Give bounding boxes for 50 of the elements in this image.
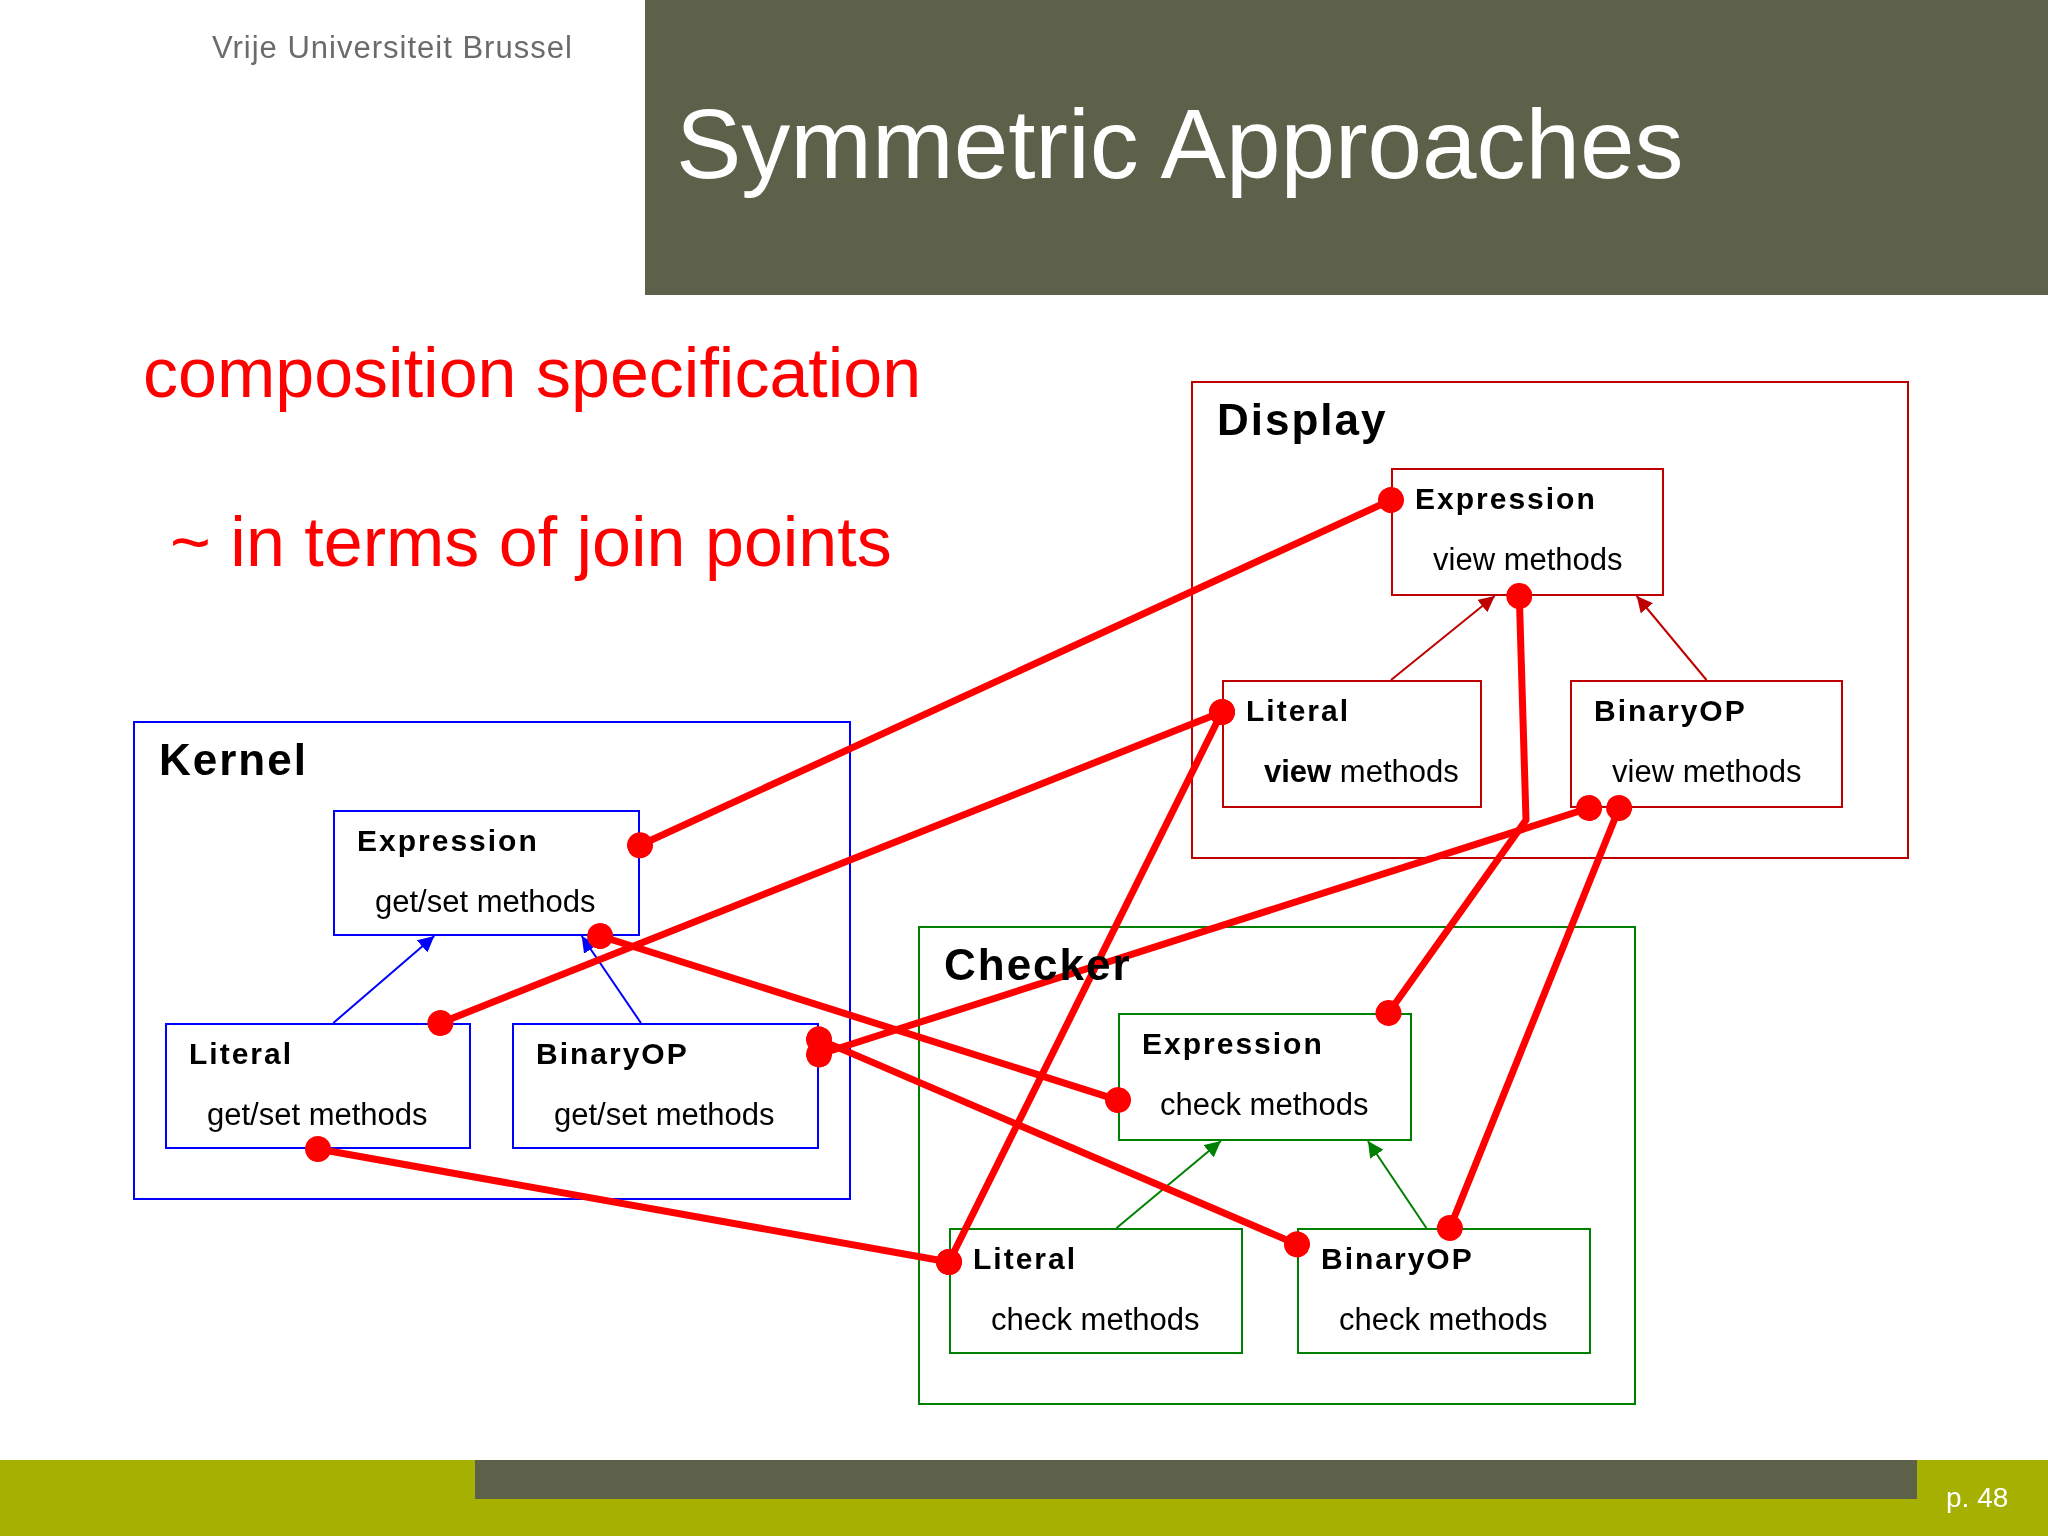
- join-point-link: [627, 487, 1404, 859]
- class-name: BinaryOP: [1321, 1242, 1474, 1276]
- class-name: Expression: [1415, 482, 1597, 516]
- class-name: BinaryOP: [536, 1037, 689, 1071]
- module-box: [1191, 381, 1909, 859]
- class-box: [949, 1228, 1243, 1354]
- module-title: Display: [1217, 395, 1388, 445]
- method-group: get/set methods: [207, 1097, 428, 1133]
- method-group: view methods: [1433, 542, 1623, 578]
- class-name: Literal: [1246, 694, 1351, 728]
- inheritance-arrow: [1115, 1140, 1222, 1229]
- heading-text: composition specification: [143, 333, 922, 413]
- class-name: Expression: [1142, 1027, 1324, 1061]
- method-group: view methods: [1264, 754, 1459, 790]
- method-group: view methods: [1612, 754, 1802, 790]
- module-title: Kernel: [159, 735, 308, 785]
- class-box: [165, 1023, 471, 1149]
- class-box: [1391, 468, 1664, 596]
- join-point-link: [806, 795, 1603, 1068]
- join-point-link: [1375, 583, 1533, 1026]
- class-box: [1297, 1228, 1591, 1354]
- class-box: [1118, 1013, 1412, 1141]
- class-box: [1222, 680, 1482, 808]
- inheritance-arrow: [580, 935, 642, 1024]
- class-name: Expression: [357, 824, 539, 858]
- inheritance-arrow: [332, 935, 436, 1024]
- module-box: [918, 926, 1636, 1405]
- university-name: Vrije Universiteit Brussel: [212, 30, 573, 66]
- class-name: BinaryOP: [1594, 694, 1747, 728]
- module-box: [133, 721, 851, 1200]
- slide-title: Symmetric Approaches: [676, 88, 1684, 201]
- class-box: [1570, 680, 1843, 808]
- page-number: p. 48: [1946, 1482, 2009, 1514]
- class-box: [512, 1023, 819, 1149]
- subheading-text: ~ in terms of join points: [170, 502, 892, 582]
- join-point-link: [587, 923, 1131, 1114]
- join-point-link: [806, 1026, 1310, 1258]
- method-group: check methods: [1339, 1302, 1548, 1338]
- inheritance-arrow: [1366, 1140, 1428, 1229]
- method-group: check methods: [1160, 1087, 1369, 1123]
- method-group: check methods: [991, 1302, 1200, 1338]
- class-name: Literal: [973, 1242, 1078, 1276]
- join-point-link: [1436, 795, 1633, 1241]
- join-point-link: [936, 699, 1235, 1275]
- inheritance-arrow: [1635, 595, 1708, 681]
- method-group: get/set methods: [375, 884, 596, 920]
- inheritance-arrow: [1390, 595, 1496, 681]
- class-name: Literal: [189, 1037, 294, 1071]
- method-group: get/set methods: [554, 1097, 775, 1133]
- class-box: [333, 810, 640, 936]
